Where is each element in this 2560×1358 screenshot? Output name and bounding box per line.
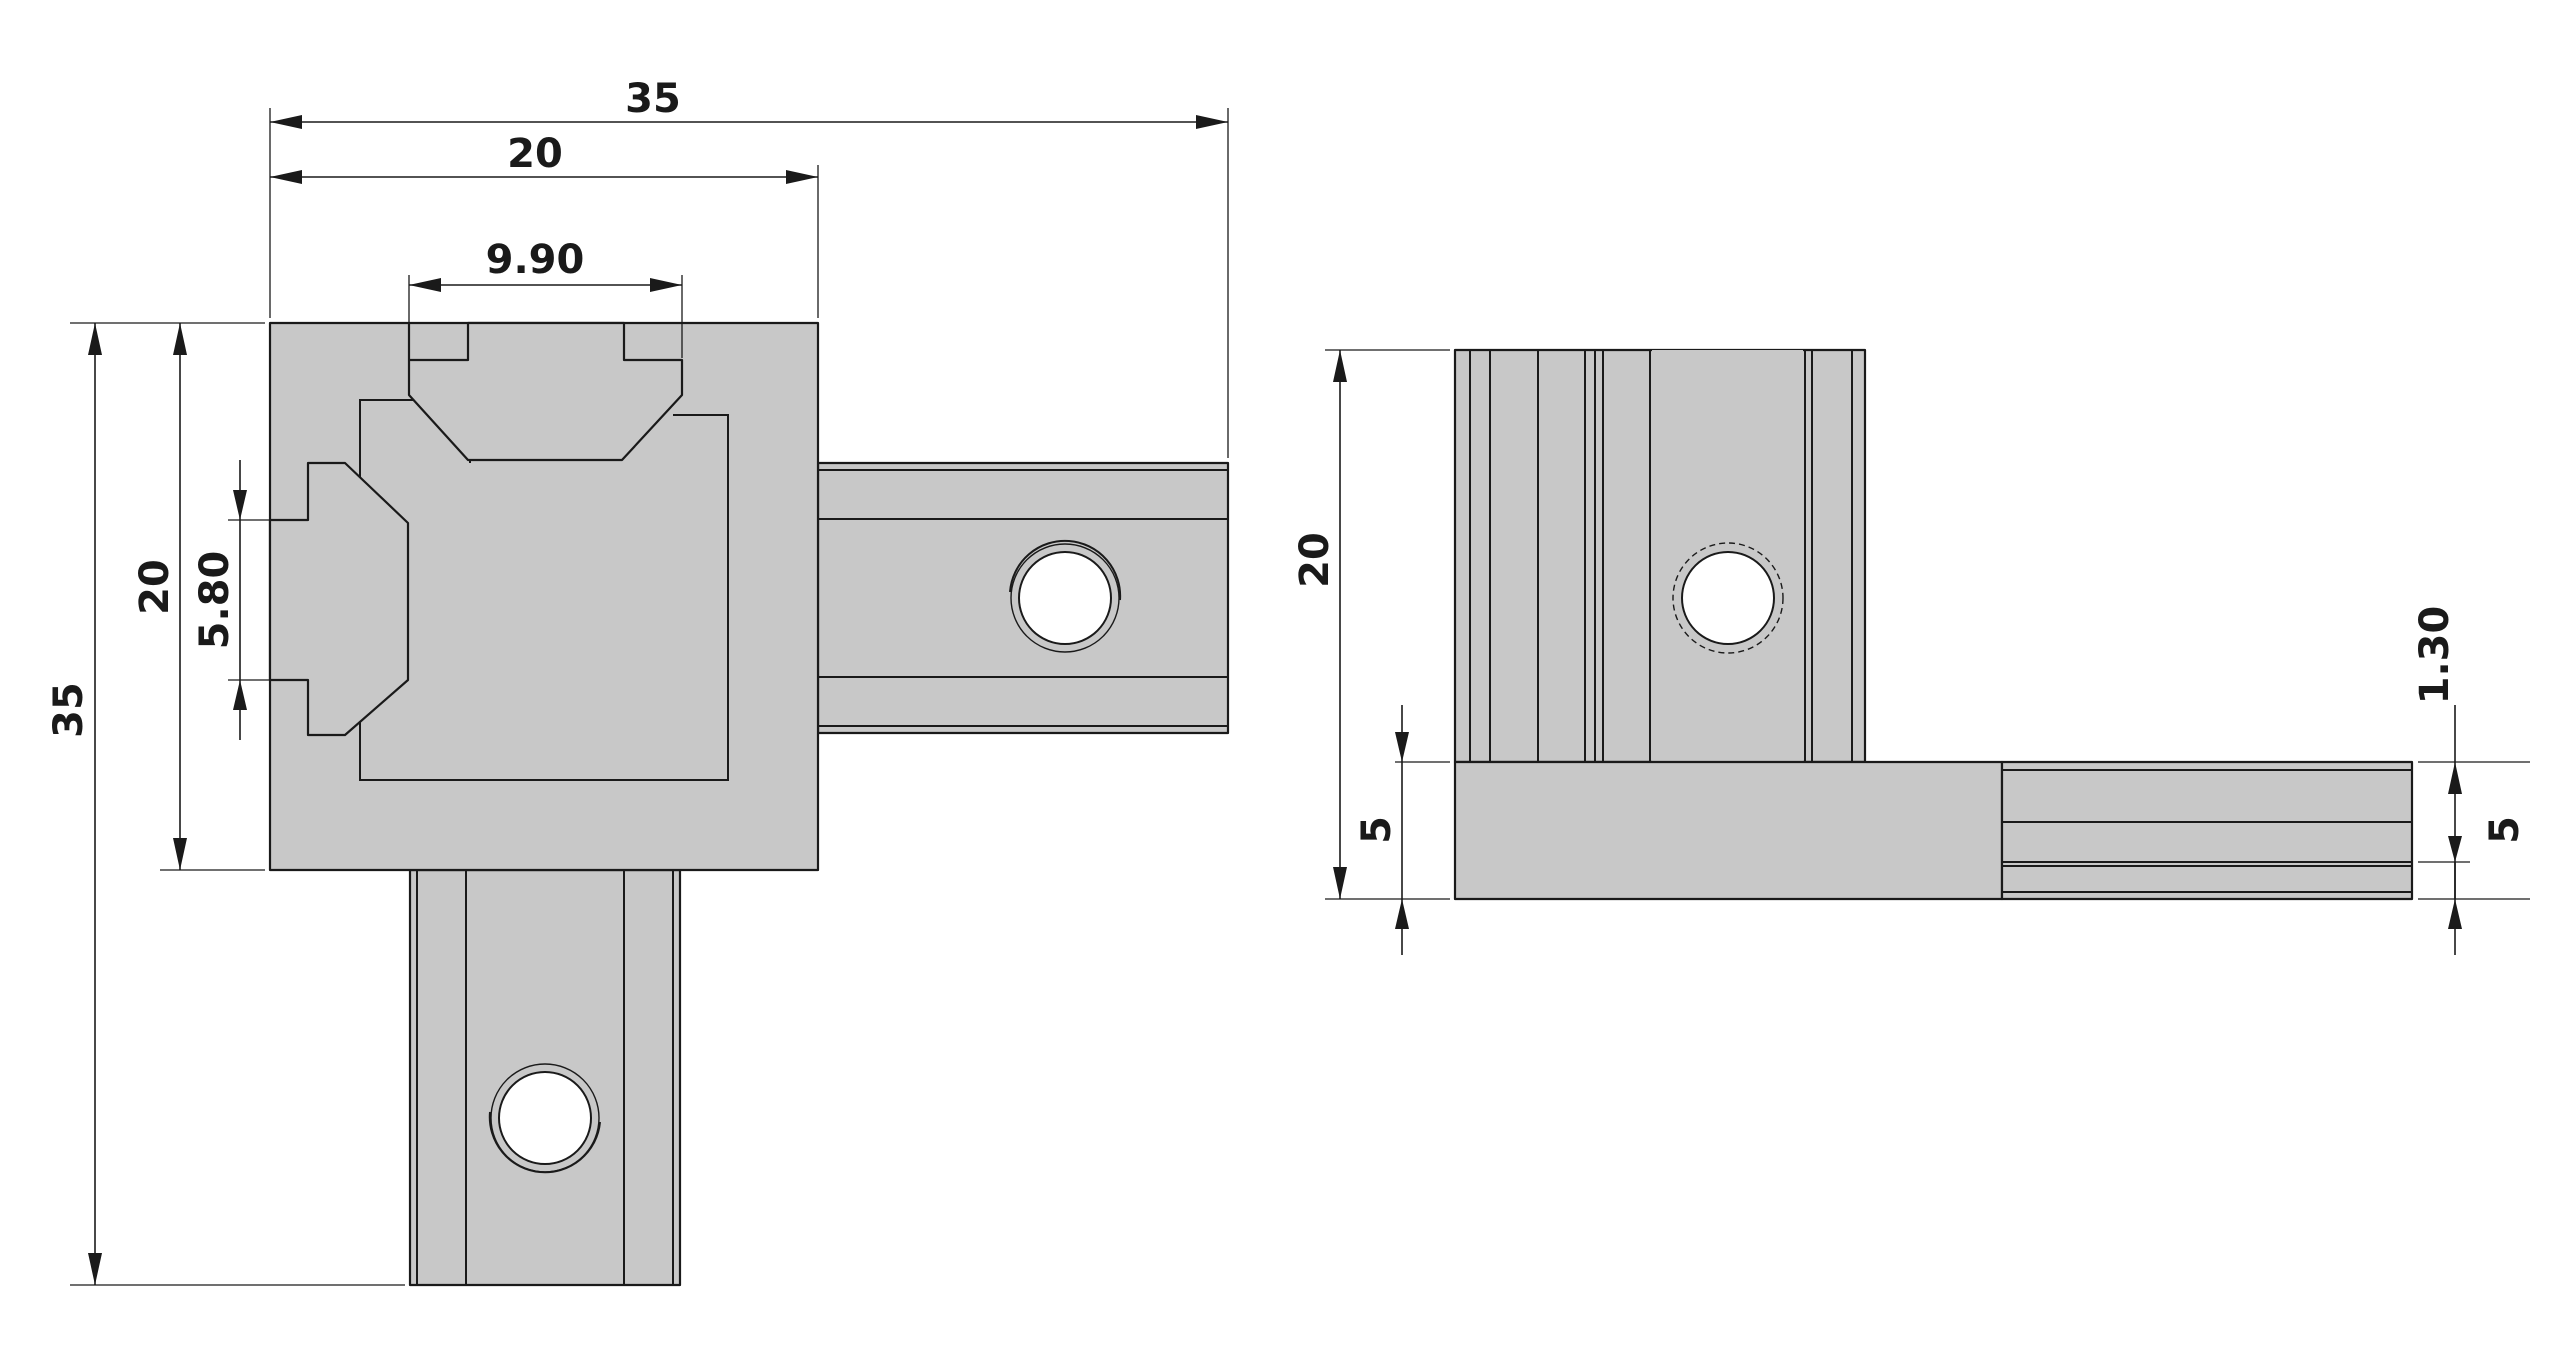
dim-front-overall-width: 35 [625, 76, 681, 122]
dim-front-square-width: 20 [507, 131, 563, 177]
side-hole-ring [1672, 542, 1784, 654]
dim-front-slot-width: 9.90 [486, 237, 585, 283]
front-bottom-hole [498, 1071, 592, 1165]
front-right-hole [1018, 551, 1112, 645]
dim-side-right-thickness: 5 [2482, 816, 2528, 844]
side-base [1453, 760, 2004, 901]
dim-front-slot-height: 5.80 [192, 551, 238, 650]
front-top-tslot [407, 321, 684, 462]
side-right-arm [2000, 760, 2414, 901]
dim-front-overall-height: 35 [46, 682, 92, 738]
front-view: 35 20 9.90 35 20 5.80 [46, 76, 1230, 1287]
dim-front-square-height: 20 [132, 559, 178, 615]
side-hole [1681, 551, 1775, 645]
dim-side-groove-depth: 1.30 [2412, 606, 2458, 705]
dim-side-height: 20 [1292, 532, 1338, 588]
dim-side-base-thickness: 5 [1354, 816, 1400, 844]
side-view: 20 5 5 1.30 [1292, 348, 2530, 955]
